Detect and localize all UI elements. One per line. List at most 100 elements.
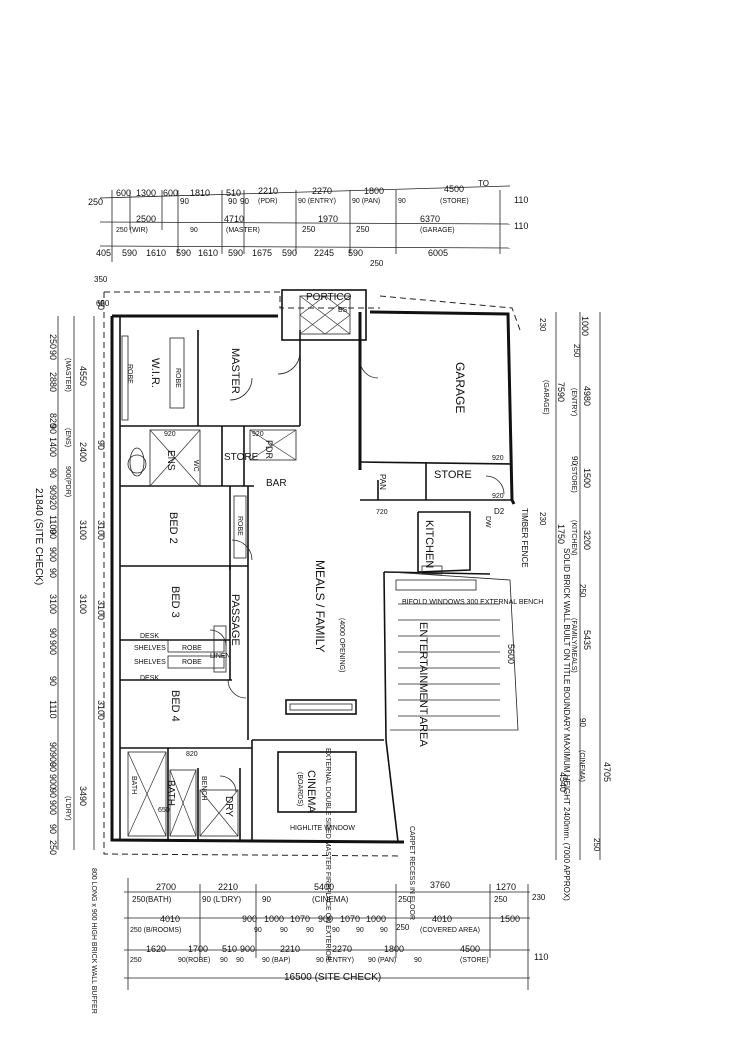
label-bifold: BIFOLD WINDOWS 300 EXTERNAL BENCH [402, 599, 543, 606]
dim-left-8: 900 [48, 640, 58, 655]
dim-left-mid: 4550 (MASTER) 2400 (ENS) 900(PDR) 3100 3… [64, 300, 106, 821]
note-brick-buffer: 800 LONG x 900 HIGH BRICK WALL BUFFER [90, 868, 97, 1014]
dim-right-18: 4540 [558, 772, 568, 792]
room-kitchen: KITCHEN [423, 520, 435, 568]
dim-top-to: TO [478, 179, 489, 188]
dim-bot-r2s-3: 90 [306, 927, 314, 934]
room-portico: PORTICO [306, 292, 352, 303]
label-dw: DW [484, 516, 491, 528]
dim-top-r3-3: 590 [176, 248, 191, 258]
right-notes: TIMBER FENCE SOLID BRICK WALL BUILT ON T… [520, 508, 571, 901]
dim-top-r1-6: 2270 [312, 186, 332, 196]
dim-top-r1s-5: 90 (PAN) [352, 198, 380, 205]
dim-bot-r1-11: 230 [532, 893, 546, 902]
dim-leftmid-8: (L'DRY) [64, 796, 71, 821]
dim-top-r2s-5: (GARAGE) [420, 227, 455, 234]
dim-bot-r1-10: 1270 [496, 882, 516, 892]
dim-right-21: 230 [538, 512, 547, 526]
dim-leftmid-4: 900(PDR) [64, 466, 71, 497]
room-labels: PORTICO MASTER W.I.R. ROBE ROBE ENS WC S… [126, 292, 543, 961]
label-bench: BENCH [200, 776, 207, 801]
dim-left-13: 250 [48, 840, 58, 855]
dim-top-r1-3: 1810 [190, 188, 210, 198]
dim-bot-110: 110 [534, 952, 548, 962]
dim-bot-r1-6: (CINEMA) [312, 895, 349, 904]
room-store-master: STORE [224, 452, 259, 463]
room-passage: PASSAGE [229, 594, 241, 646]
dim-left-11: 900 [48, 774, 58, 789]
dim-bot-r1-0: 250(BATH) [132, 895, 172, 904]
dim-bottom-row1: 2700 2210 5400 3760 1270 250(BATH) 90 (L… [132, 880, 546, 904]
label-desk-2: DESK [140, 675, 159, 682]
dim-top-r2s-1: 90 [190, 227, 198, 234]
note-timber-fence: TIMBER FENCE [520, 508, 529, 568]
label-cinema-boards: (BOARDS) [296, 772, 303, 806]
dim-left-90-7: 90 [48, 676, 58, 686]
dim-top-row1: 600 1300 600 1810 510 2210 2270 1800 450… [116, 179, 489, 198]
dim-left-1: 2880 [48, 372, 58, 392]
dim-leftmid-0: 4550 [78, 366, 88, 386]
top-dimension-lines [99, 185, 511, 262]
dim-right-0: 1000 [580, 316, 590, 336]
dim-left-6: 900 [48, 547, 58, 562]
dim-top-r2s-3: 250 [302, 225, 316, 234]
bottom-dimension-lines [124, 878, 530, 990]
label-robe-bed4: ROBE [182, 659, 202, 666]
label-5600: 5600 [506, 644, 516, 664]
dim-left-site-check: 21840 (SITE CHECK) [33, 488, 44, 585]
dim-right-13: 5435 [582, 630, 592, 650]
label-shelves-2: SHELVES [134, 659, 166, 666]
dim-top-r1s-7: (STORE) [440, 198, 469, 205]
dim-bot-r2s-1: 90 [254, 927, 262, 934]
dim-bot-r1-9: 250 [494, 895, 508, 904]
dim-bot-r1-1: 2700 [156, 882, 176, 892]
dim-bot-r2-2: 1000 [264, 914, 284, 924]
dim-bot-r3-7: 4500 [460, 944, 480, 954]
label-720: 720 [376, 509, 388, 516]
room-robe-master: ROBE [174, 368, 181, 388]
label-shelves-1: SHELVES [134, 645, 166, 652]
dim-top-r1-5: 2210 [258, 186, 278, 196]
dim-right-17: (CINEMA) [578, 750, 585, 782]
dim-left-90-6: 90 [48, 628, 58, 638]
dim-top-r3-4: 1610 [198, 248, 218, 258]
dim-left-90-4: 90 [48, 529, 58, 539]
room-wir: W.I.R. [149, 358, 161, 388]
dim-bot-r2s-7: (COVERED AREA) [420, 927, 480, 934]
dim-left-90-8: 90 [48, 742, 58, 752]
room-laundry: DRY [223, 796, 234, 817]
dim-bot-r2-1: 900 [242, 914, 257, 924]
dim-left-10: 900 [48, 752, 58, 767]
room-wc: WC [192, 460, 199, 472]
dim-top-r3-2: 1610 [146, 248, 166, 258]
dim-left-outer: 250 2880 820 1400 920 1100 900 3100 900 … [48, 334, 58, 855]
room-bed4: BED 4 [169, 690, 181, 722]
dim-top-row1-sub: 90 90 90 (PDR) 90 (ENTRY) 90 (PAN) 90 (S… [180, 195, 528, 206]
dim-bot-r2s-5: 90 [356, 927, 364, 934]
room-pdr: PDR [264, 440, 274, 460]
room-garage: GARAGE [453, 362, 467, 413]
dim-bot-r3s-6: 90 (PAN) [368, 957, 396, 964]
dim-bot-r1-4: 90 [262, 895, 271, 904]
label-920-d: 920 [252, 431, 264, 438]
dim-right-6: 1500 [582, 468, 592, 488]
dim-top-r1-7: 1800 [364, 186, 384, 196]
dim-right-9: 1750 [556, 524, 566, 544]
label-920-a: 920 [492, 455, 504, 462]
dim-bot-r2s-4: 90 [332, 927, 340, 934]
dim-top-r1s-0: 90 [180, 197, 189, 206]
dim-right-1: 250 [572, 344, 581, 358]
label-bs: BS [338, 307, 348, 314]
dim-bot-r2-5: 1070 [340, 914, 360, 924]
dim-right-7: (STORE) [570, 464, 577, 493]
dim-right-8: 90 [570, 456, 579, 465]
label-linen: LINEN [210, 653, 231, 660]
house-walls [103, 289, 521, 857]
dim-top-r3-9: 590 [348, 248, 363, 258]
hatch-zones [127, 295, 500, 837]
dim-top-250: 250 [88, 197, 103, 207]
dim-top-r2-3: 6370 [420, 214, 440, 224]
dim-bot-r3-3: 900 [240, 944, 255, 954]
dim-left-7: 3100 [48, 594, 58, 614]
